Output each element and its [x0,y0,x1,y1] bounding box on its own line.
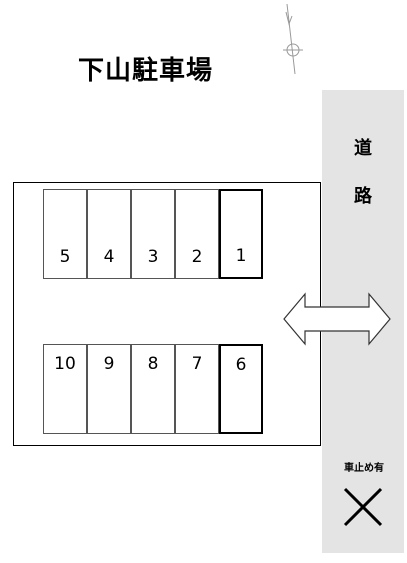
parking-lot: 5 4 3 2 1 10 9 8 7 6 [13,182,321,446]
parking-space: 7 [175,344,219,434]
map-title: 下山駐車場 [78,56,214,86]
parking-space: 2 [175,189,219,279]
parking-space: 5 [43,189,87,279]
no-parking-label: 車止め有 [344,463,384,474]
space-number: 6 [235,355,247,375]
parking-space: 10 [43,344,87,434]
space-number: 5 [59,247,71,267]
space-number: 7 [191,354,203,374]
x-mark-icon [343,487,383,527]
parking-space: 8 [131,344,175,434]
parking-space: 3 [131,189,175,279]
parking-space-highlighted: 1 [219,189,263,279]
space-number: 10 [54,354,76,374]
space-number: 3 [147,247,159,267]
space-number: 9 [103,354,115,374]
space-number: 2 [191,247,203,267]
space-number: 4 [103,247,115,267]
parking-space: 4 [87,189,131,279]
space-number: 8 [147,354,159,374]
space-number: 1 [235,246,247,266]
road-label-char: 道 [354,138,372,159]
north-arrow-icon [283,3,303,75]
parking-space-highlighted: 6 [219,344,263,434]
road-label-char: 路 [354,186,372,207]
double-arrow-icon [283,292,391,346]
parking-space: 9 [87,344,131,434]
